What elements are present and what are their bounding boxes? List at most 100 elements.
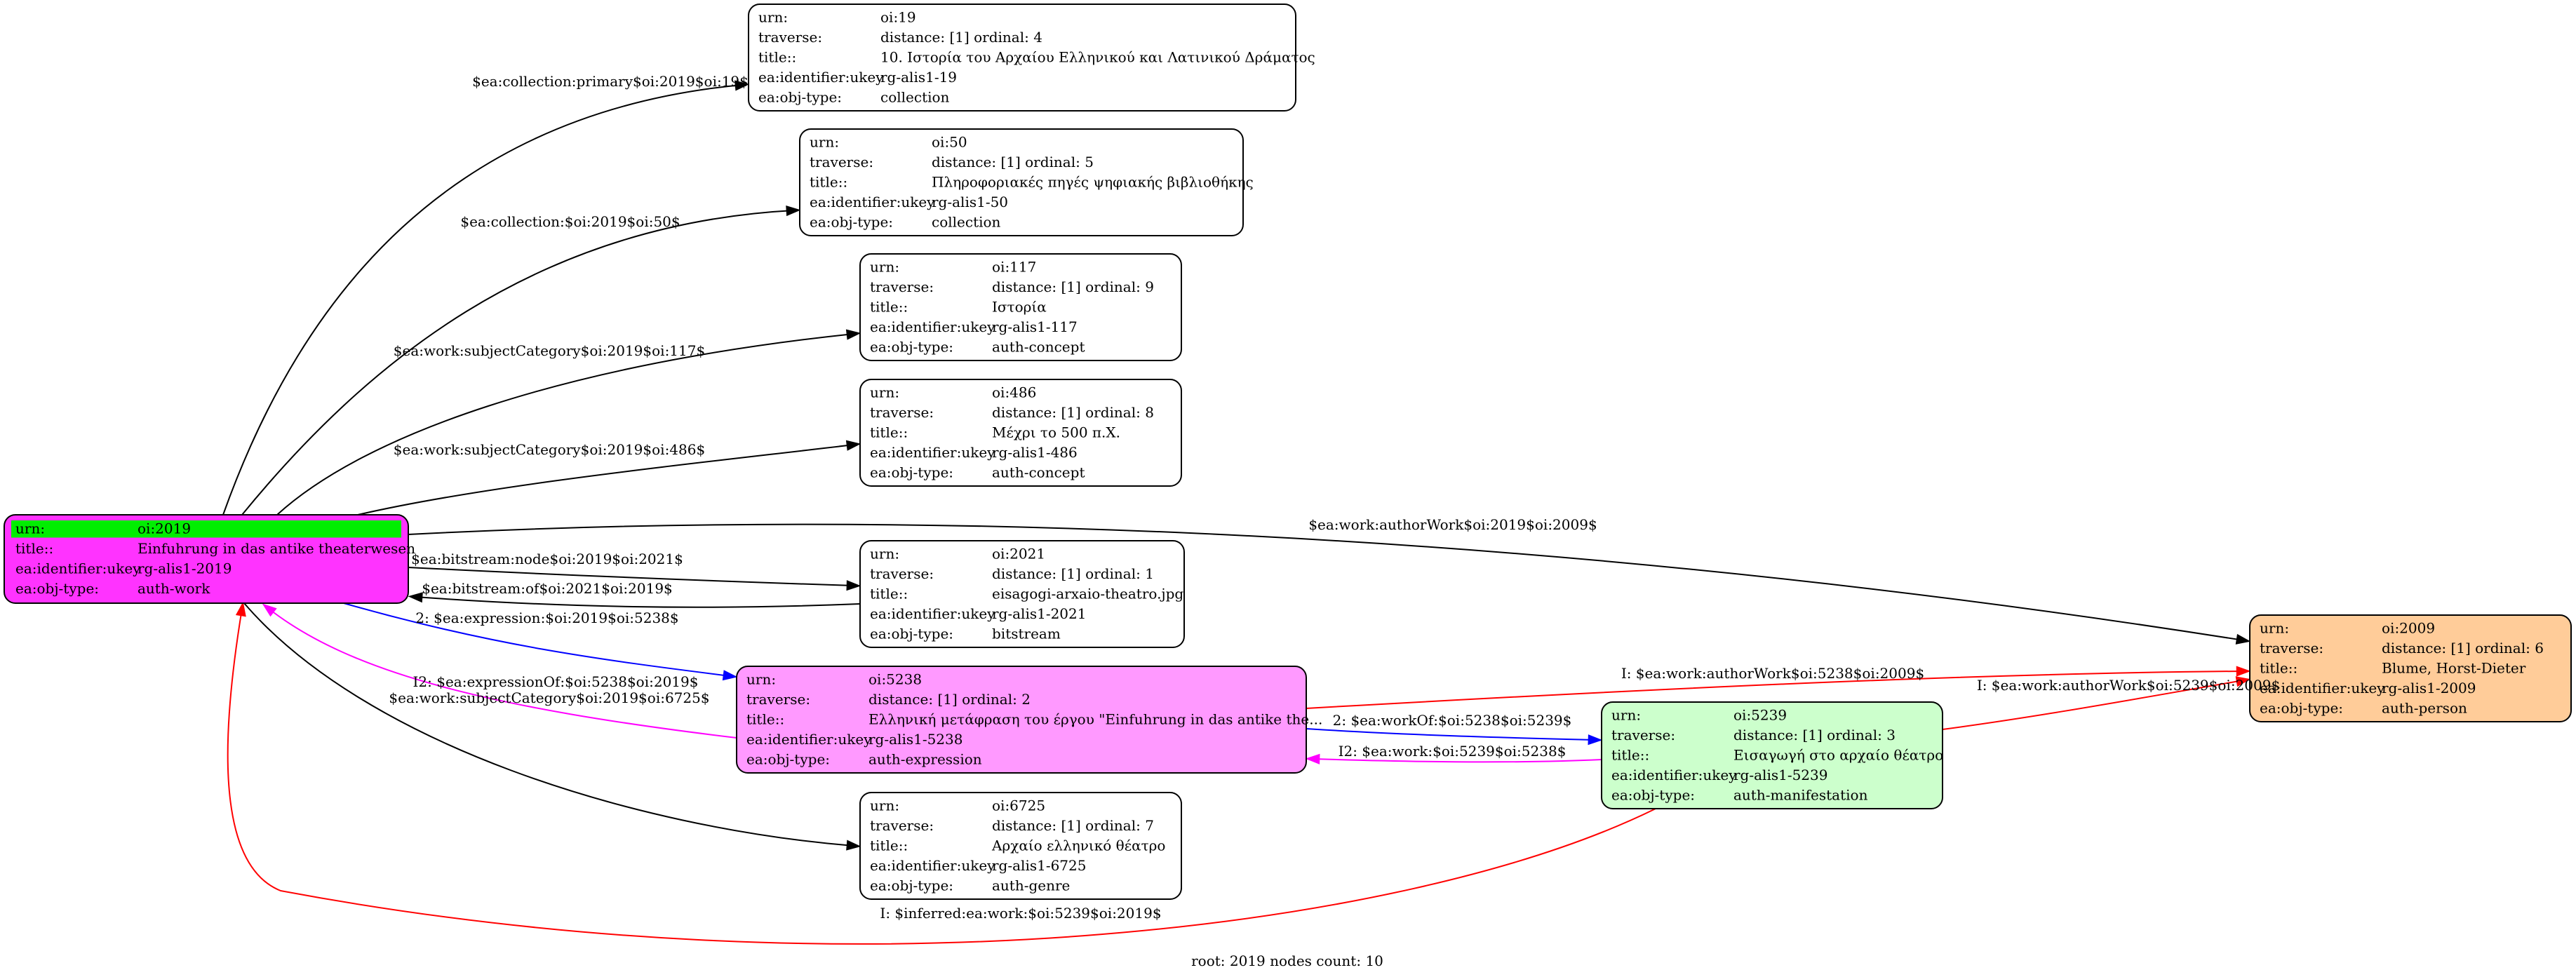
graph-edge[interactable] xyxy=(1942,676,2251,730)
graph-edge[interactable] xyxy=(343,602,738,681)
graph-edge[interactable] xyxy=(1306,666,2251,709)
node-field-value: distance: [1] ordinal: 1 xyxy=(992,565,1154,582)
edge-label: $ea:work:subjectCategory$oi:2019$oi:6725… xyxy=(389,689,709,706)
edge-arrowhead xyxy=(845,440,861,451)
node-field-value: Πληροφοριακές πηγές ψηφιακής βιβλιοθήκης xyxy=(932,173,1254,190)
edge-arrowhead xyxy=(2236,666,2251,677)
edge-label: $ea:work:subjectCategory$oi:2019$oi:486$ xyxy=(394,441,705,458)
node-field-value: oi:6725 xyxy=(992,797,1045,814)
node-field-key: ea:obj-type: xyxy=(870,625,953,642)
node-field-key: ea:obj-type: xyxy=(870,338,953,355)
node-field-value: Ιστορία xyxy=(992,298,1047,315)
node-field-value: 10. Ιστορία του Αρχαίου Ελληνικού και Λα… xyxy=(880,48,1315,65)
graph-edge[interactable] xyxy=(262,603,737,739)
node-box xyxy=(1601,701,1943,809)
node-field-value: oi:19 xyxy=(880,8,916,25)
edge-arrowhead xyxy=(845,329,861,340)
node-field-value: bitstream xyxy=(992,625,1061,642)
node-field-value: rg-alis1-19 xyxy=(880,69,957,86)
node-field-key: ea:identifier:ukey xyxy=(746,731,872,748)
node-field-key: ea:obj-type: xyxy=(15,580,99,597)
node-field-value: rg-alis1-50 xyxy=(932,194,1008,210)
node-box xyxy=(859,253,1182,361)
edge-labels-layer: $ea:collection:primary$oi:2019$oi:19$ $ea… xyxy=(389,73,2280,922)
node-field-key: title:: xyxy=(810,173,847,190)
graph-edge[interactable] xyxy=(222,80,750,516)
graph-edge[interactable] xyxy=(408,567,861,591)
node-field-key: traverse: xyxy=(870,404,934,421)
node-box xyxy=(799,128,1244,236)
edge-label: I: $inferred:ea:work:$oi:5239$oi:2019$ xyxy=(880,905,1161,922)
node-field-value: auth-work xyxy=(137,580,210,597)
edge-line xyxy=(1942,680,2244,730)
node-field-key: ea:identifier:ukey xyxy=(870,444,995,461)
node-field-value: distance: [1] ordinal: 8 xyxy=(992,404,1154,421)
node-box xyxy=(859,540,1185,648)
graph-edge[interactable] xyxy=(243,602,861,851)
edge-label: $ea:work:authorWork$oi:2019$oi:2009$ xyxy=(1308,516,1597,533)
node-field-value: rg-alis1-5238 xyxy=(868,731,962,748)
node-box xyxy=(736,666,1307,774)
node-field-key: urn: xyxy=(870,258,899,275)
edge-line xyxy=(227,608,1656,945)
node-box xyxy=(859,379,1182,487)
node-field-key: ea:identifier:ukey xyxy=(15,560,141,577)
edge-line xyxy=(408,567,854,586)
node-field-key: ea:obj-type: xyxy=(870,877,953,894)
edge-label: $ea:bitstream:node$oi:2019$oi:2021$ xyxy=(411,551,683,567)
node-field-key: traverse: xyxy=(2260,640,2323,656)
graph-edge[interactable] xyxy=(1305,753,1602,764)
edge-line xyxy=(241,210,794,516)
node-field-value: distance: [1] ordinal: 5 xyxy=(932,154,1094,170)
node-field-key: ea:identifier:ukey xyxy=(870,857,995,874)
edge-arrowhead xyxy=(722,670,738,681)
edge-label: $ea:collection:primary$oi:2019$oi:19$ xyxy=(472,73,749,90)
node-field-value: Μέχρι το 500 π.Χ. xyxy=(992,424,1120,440)
node-field-key: urn: xyxy=(810,133,839,150)
edge-arrowhead xyxy=(235,601,246,617)
edge-line xyxy=(408,523,2244,641)
node-field-key: urn: xyxy=(870,545,899,562)
graph-edge[interactable] xyxy=(1306,728,1603,746)
node-field-key: ea:identifier:ukey xyxy=(870,605,995,622)
node-field-key: ea:obj-type: xyxy=(810,213,893,230)
node-field-value: auth-person xyxy=(2382,699,2467,716)
graph-edge[interactable] xyxy=(276,329,861,516)
graph-edge[interactable] xyxy=(241,205,801,516)
edge-line xyxy=(1306,671,2244,709)
node-field-key: urn: xyxy=(746,671,776,687)
node-field-value: rg-alis1-2019 xyxy=(137,560,232,577)
edge-line xyxy=(276,333,854,516)
graph-edge[interactable] xyxy=(357,440,861,516)
node-field-key: title:: xyxy=(746,710,784,727)
edge-line xyxy=(222,84,743,516)
graph-edge[interactable] xyxy=(408,592,861,608)
edge-label: $ea:collection:$oi:2019$oi:50$ xyxy=(460,213,680,230)
edge-label: 2: $ea:expression:$oi:2019$oi:5238$ xyxy=(415,609,678,626)
node-field-key: traverse: xyxy=(758,29,822,46)
node-field-key: traverse: xyxy=(870,565,934,582)
edge-label: $ea:work:subjectCategory$oi:2019$oi:117$ xyxy=(394,342,705,359)
edge-line xyxy=(1312,758,1602,763)
graph-edge[interactable] xyxy=(408,523,2251,645)
node-field-value: oi:50 xyxy=(932,133,967,150)
node-field-value: rg-alis1-2021 xyxy=(992,605,1086,622)
node-field-key: urn: xyxy=(870,797,899,814)
node-field-value: oi:2019 xyxy=(137,520,191,537)
node-field-value: rg-alis1-486 xyxy=(992,444,1078,461)
node-field-key: urn: xyxy=(2260,619,2289,636)
graph-edge[interactable] xyxy=(227,601,1656,945)
node-field-value: oi:5239 xyxy=(1733,706,1787,723)
edge-line xyxy=(415,596,861,608)
graph-footer: root: 2019 nodes count: 10 xyxy=(1191,952,1383,969)
